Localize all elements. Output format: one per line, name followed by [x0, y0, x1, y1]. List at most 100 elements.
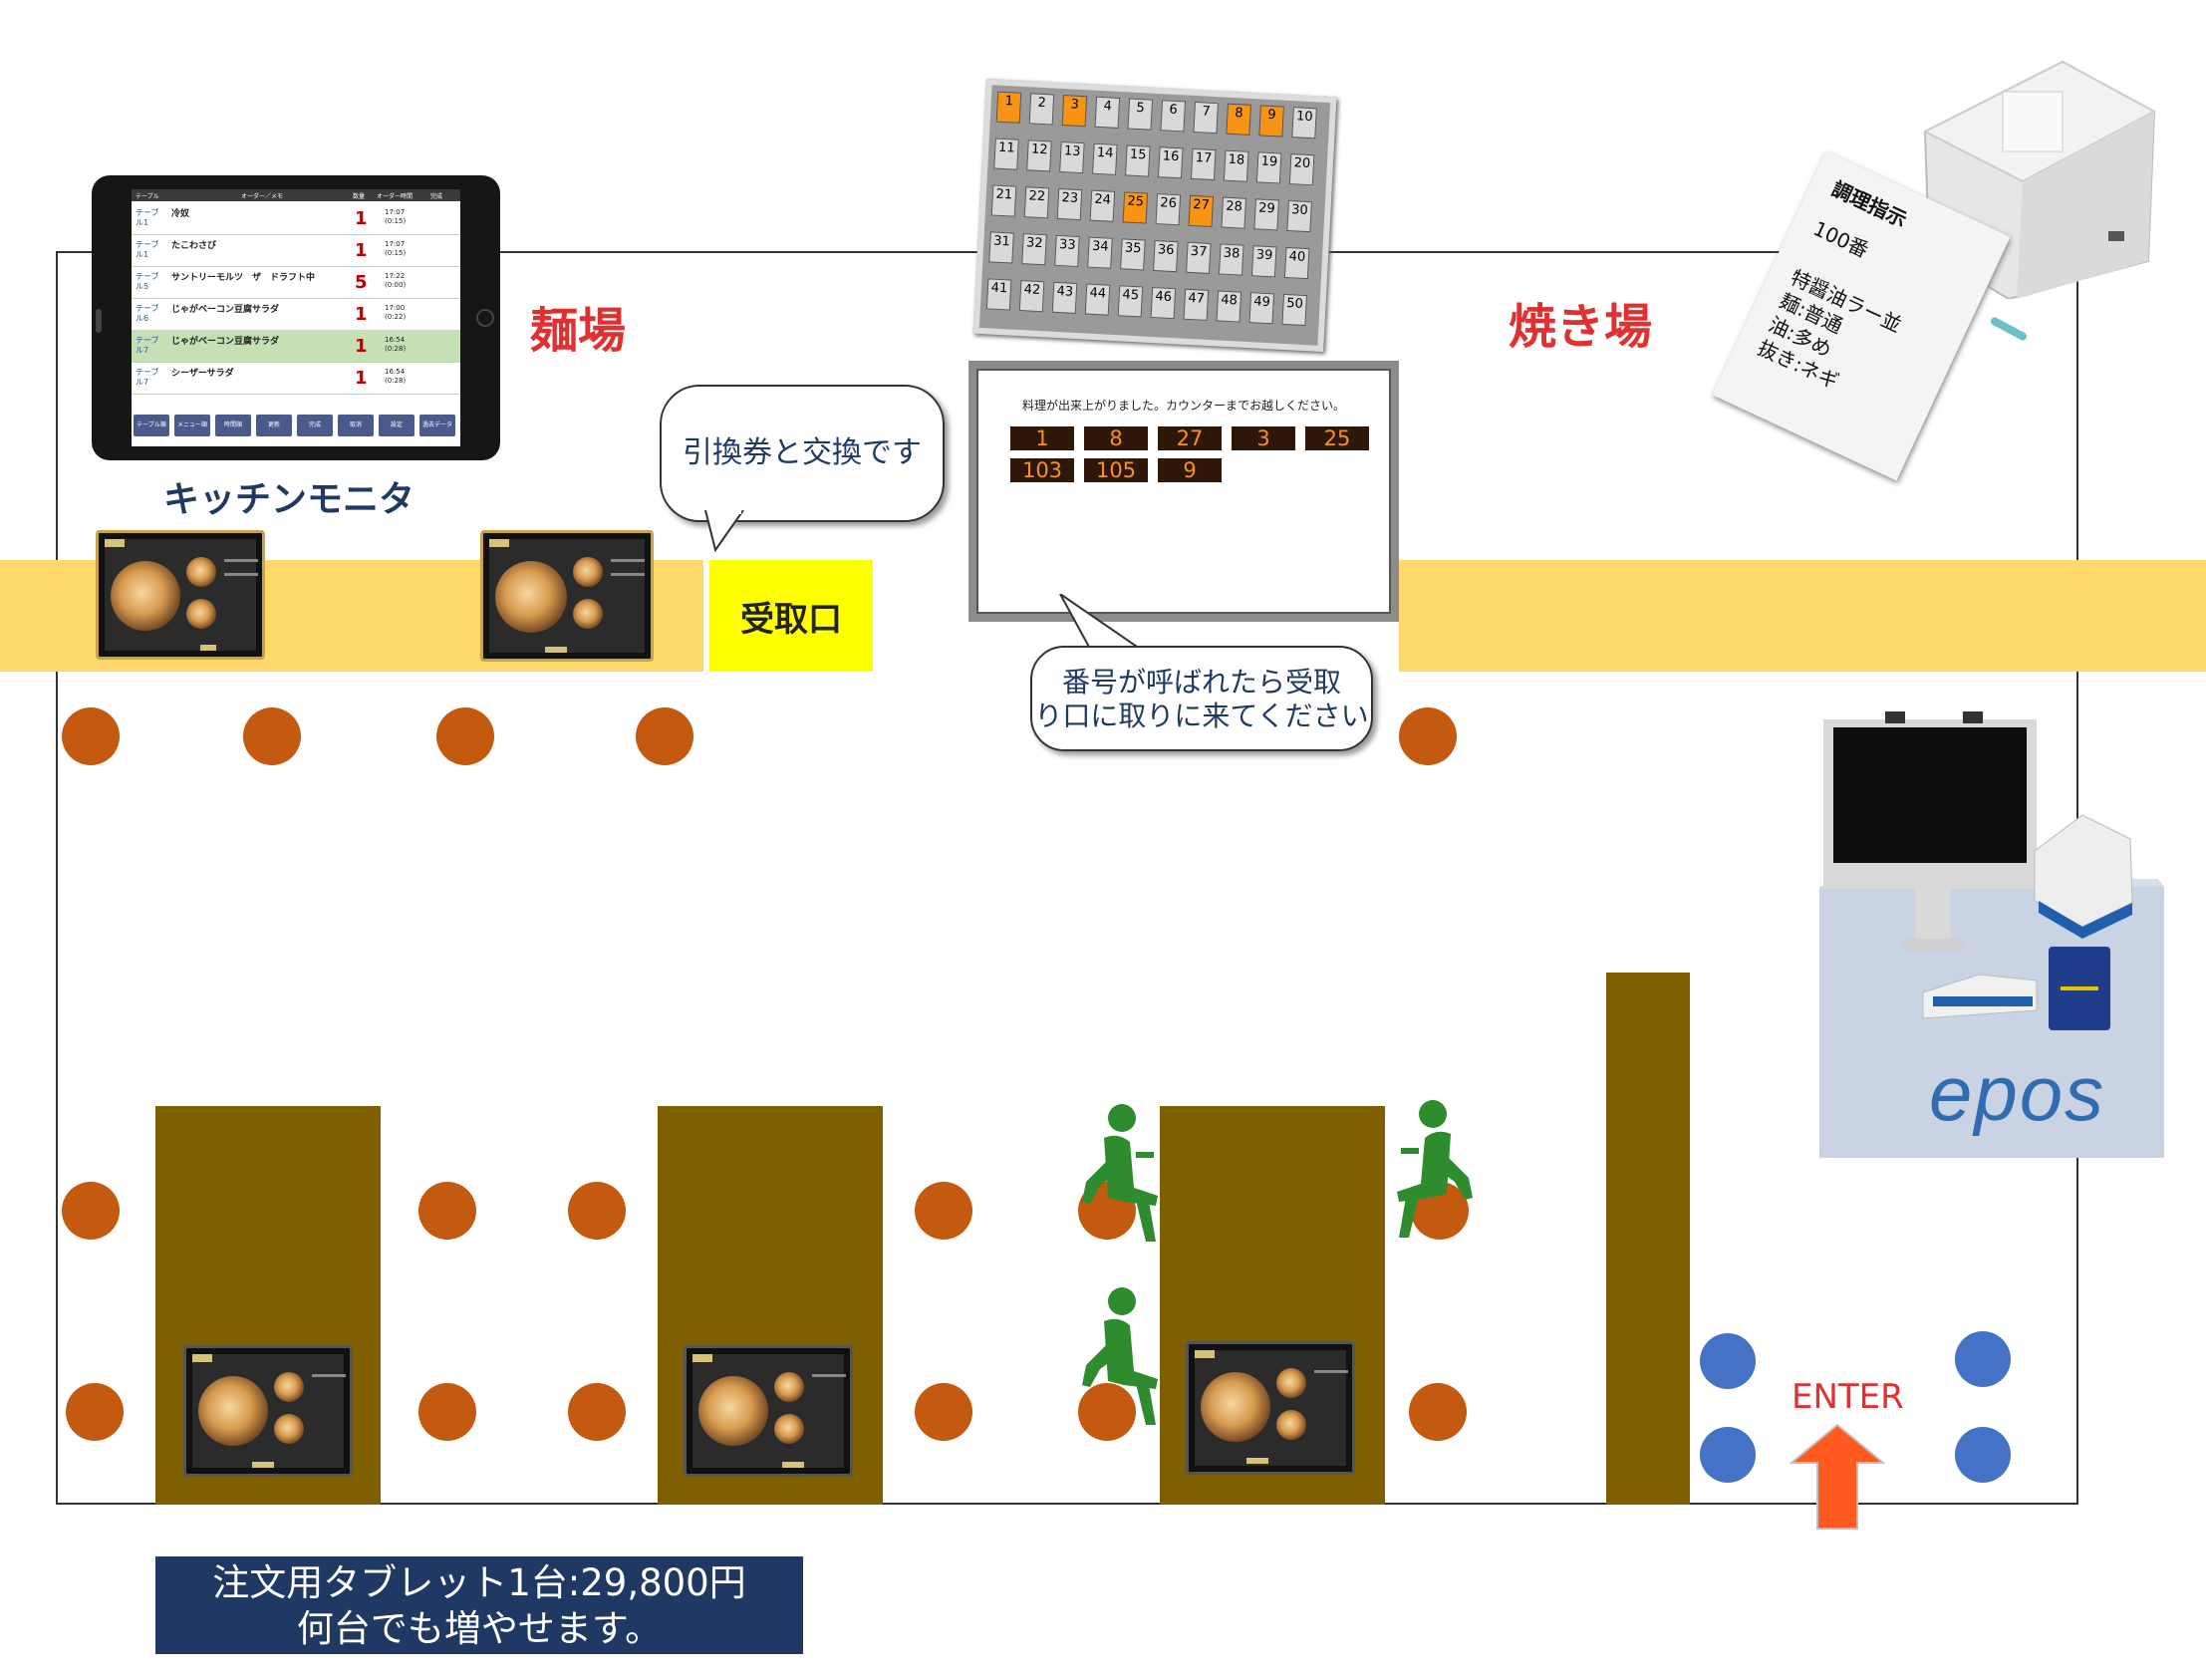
- stool: [568, 1383, 626, 1441]
- tablet-order-button: [782, 1462, 804, 1468]
- tablet-header-tab: [192, 1354, 212, 1362]
- entrance-post: [1700, 1333, 1756, 1389]
- stool: [418, 1182, 476, 1240]
- tablet-menu-line: [312, 1374, 346, 1377]
- sort-by-time-button[interactable]: 時間順: [215, 415, 251, 436]
- ticket-number-cell: 44: [1084, 283, 1111, 316]
- order-tablet[interactable]: [1186, 1341, 1355, 1475]
- tablet-screen: [105, 539, 258, 651]
- tablet-header-tab: [105, 539, 125, 547]
- order-table: テーブル1: [136, 240, 159, 259]
- exchange-bubble-tail: [704, 510, 744, 553]
- note-line-2: 何台でも増やせます。: [296, 1607, 663, 1650]
- tablet-screen: [692, 1354, 846, 1468]
- ticket-number-cell: 28: [1221, 196, 1247, 229]
- refresh-button[interactable]: 更新: [256, 415, 292, 436]
- sort-by-table-button[interactable]: テーブル順: [134, 415, 169, 436]
- order-tablet[interactable]: [480, 530, 654, 662]
- history-button[interactable]: 過去データ: [419, 415, 455, 436]
- header-table: テーブル: [136, 193, 159, 200]
- ticket-number-cell: 50: [1281, 293, 1308, 327]
- order-call-screen: 料理が出来上がりました。カウンターまでお越しください。 1 8 27 3 25 …: [968, 361, 1399, 622]
- order-elapsed: (0:00): [385, 281, 407, 289]
- enter-label: ENTER: [1792, 1377, 1904, 1417]
- order-row[interactable]: テーブル1 冷奴 1 17:07(0:15): [132, 202, 460, 235]
- ticket-number-cell: 21: [990, 184, 1017, 217]
- order-time: 16:54(0:28): [385, 336, 406, 354]
- complete-button[interactable]: 完成: [297, 415, 333, 436]
- ramen-image: [573, 599, 603, 629]
- tablet-order-button: [252, 1462, 274, 1468]
- order-elapsed: (0:15): [385, 249, 407, 257]
- order-tablet[interactable]: [183, 1345, 353, 1477]
- order-table: テーブル5: [136, 272, 159, 291]
- order-elapsed: (0:28): [385, 345, 407, 353]
- order-item: たこわさび: [171, 241, 217, 251]
- order-table: テーブル6: [136, 304, 159, 323]
- tablet-order-button: [545, 647, 567, 653]
- ticket-number-cell: 25: [1122, 191, 1149, 224]
- order-table: テーブル1: [136, 208, 159, 227]
- ticket-number-cell: 20: [1288, 153, 1315, 186]
- ticket-number-cell: 17: [1190, 147, 1217, 181]
- entrance-arrow-icon: [1790, 1423, 1885, 1530]
- call-number: 27: [1158, 426, 1222, 450]
- call-number: 105: [1084, 458, 1148, 482]
- ticket-number-cell: 42: [1018, 280, 1045, 313]
- order-time: 17:22(0:00): [385, 272, 406, 290]
- ticket-number-cell: 26: [1155, 193, 1182, 226]
- tablet-screen: [1195, 1350, 1348, 1466]
- settings-button[interactable]: 設定: [379, 415, 414, 436]
- ticket-number-cell: 3: [1061, 95, 1088, 128]
- epos-logo: epos: [1929, 1049, 2106, 1137]
- ramen-image: [111, 561, 180, 631]
- order-row[interactable]: テーブル6 じゃがベーコン豆腐サラダ 1 17:00(0:22): [132, 298, 460, 331]
- ramen-image: [698, 1376, 768, 1446]
- ticket-number-cell: 31: [988, 231, 1014, 264]
- cancel-button[interactable]: 取消: [338, 415, 374, 436]
- order-time-value: 17:00: [385, 304, 406, 312]
- ticket-number-cell: 30: [1286, 199, 1312, 233]
- order-time-value: 16:54: [385, 368, 406, 376]
- order-row-highlighted[interactable]: テーブル7 じゃがベーコン豆腐サラダ 1 16:54(0:28): [132, 330, 460, 363]
- order-row[interactable]: テーブル1 たこわさび 1 17:07(0:15): [132, 234, 460, 267]
- ramen-image: [573, 557, 603, 587]
- ticket-number-cell: 12: [1026, 140, 1052, 172]
- call-screen-message: 料理が出来上がりました。カウンターまでお越しください。: [1021, 399, 1345, 413]
- ticket-number-cell: 35: [1120, 238, 1146, 271]
- order-row[interactable]: テーブル7 シーザーサラダ 1 16:54(0:28): [132, 362, 460, 395]
- order-item: じゃがベーコン豆腐サラダ: [171, 337, 280, 347]
- order-elapsed: (0:15): [385, 217, 407, 225]
- sort-by-menu-button[interactable]: メニュー順: [174, 415, 210, 436]
- ticket-number-cell: 2: [1028, 93, 1055, 126]
- tablet-header-tab: [692, 1354, 712, 1362]
- order-item: シーザーサラダ: [171, 369, 234, 379]
- order-row[interactable]: テーブル5 サントリーモルツ ザ ドラフト中 5 17:22(0:00): [132, 266, 460, 299]
- call-speech-bubble: 番号が呼ばれたら受取 り口に取りに来てください: [1030, 646, 1373, 751]
- ticket-number-cell: 10: [1291, 107, 1317, 140]
- partition-wall: [1606, 973, 1690, 1505]
- stool: [62, 1182, 120, 1240]
- order-tablet[interactable]: [684, 1345, 853, 1477]
- seated-customer-icon: [1082, 1104, 1158, 1242]
- order-qty: 1: [355, 304, 368, 325]
- order-elapsed: (0:28): [385, 377, 407, 385]
- order-item: 冷奴: [171, 209, 190, 219]
- order-tablet[interactable]: [96, 530, 265, 660]
- seated-customer-icon: [1397, 1100, 1473, 1238]
- ticket-number-cell: 46: [1150, 286, 1177, 320]
- call-bubble-line1: 番号が呼ばれたら受取: [1061, 666, 1341, 699]
- ramen-image: [774, 1414, 804, 1444]
- order-elapsed: (0:22): [385, 313, 407, 321]
- grill-area-label: 焼き場: [1509, 299, 1653, 355]
- order-qty: 5: [355, 272, 368, 293]
- exchange-speech-bubble: 引換券と交換です: [660, 385, 945, 522]
- order-qty: 1: [355, 336, 368, 357]
- stool: [915, 1383, 972, 1441]
- header-qty: 数量: [353, 193, 366, 200]
- ticket-number-cell: 22: [1023, 186, 1050, 219]
- order-time-value: 17:07: [385, 240, 406, 248]
- ticket-number-cell: 48: [1216, 290, 1242, 323]
- ticket-number-cell: 41: [985, 278, 1012, 311]
